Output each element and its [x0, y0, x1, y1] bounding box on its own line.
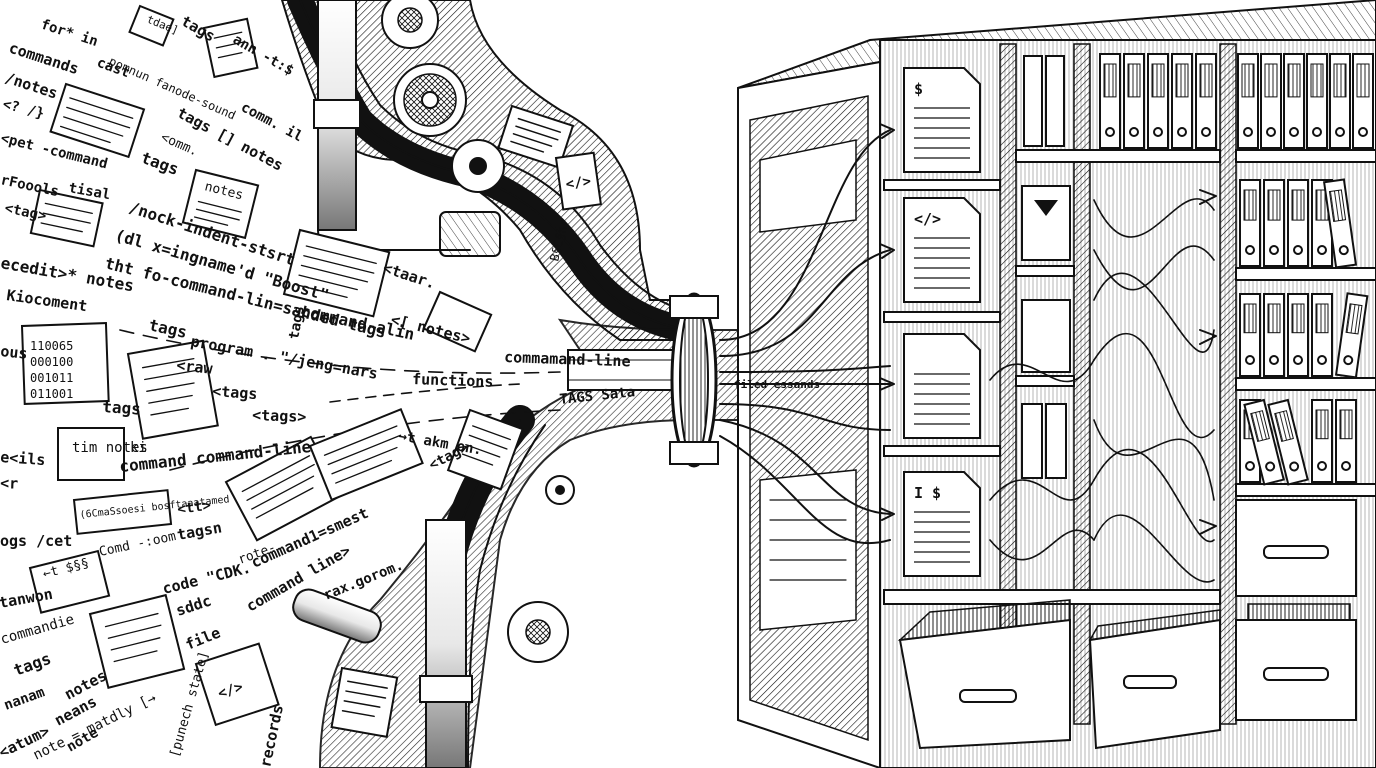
binder: [1322, 178, 1358, 269]
binder: [1329, 53, 1351, 149]
text-fragment: rFoools: [0, 172, 60, 200]
binder: [1287, 179, 1309, 267]
text-fragment: tags: [139, 148, 182, 179]
text-fragment: tisal: [67, 180, 111, 203]
binder: [1099, 53, 1121, 149]
routing-lines: filed essands: [719, 123, 1217, 545]
binder: [1195, 53, 1217, 149]
binder: [1306, 53, 1328, 149]
text-fragment: <? /}: [1, 96, 46, 122]
binder: [1311, 399, 1333, 483]
binder: [1239, 179, 1261, 267]
document-icon: [903, 333, 981, 439]
text-fragment: ous: [0, 342, 28, 363]
text-fragment: <taar.: [381, 259, 438, 293]
document-icon: </>: [903, 197, 981, 303]
binder: [1334, 292, 1369, 379]
binder: [1147, 53, 1169, 149]
pipe-label: filed essands: [734, 378, 820, 391]
text-fragment: <r: [0, 474, 19, 493]
drawer-open: [897, 599, 1221, 750]
paper-scrap: [497, 104, 575, 169]
text-fragment: records: [256, 703, 287, 768]
cable-bundle: [989, 198, 1215, 583]
drawer: [1235, 499, 1357, 721]
binder: [1287, 293, 1309, 377]
text-fragment: <tags: [212, 382, 258, 403]
binder: [1260, 53, 1282, 149]
text-fragment: ogs /cet: [0, 532, 72, 550]
text-fragment: <tags>: [252, 406, 307, 426]
gear-icon: [507, 601, 569, 663]
gear-icon: [545, 475, 575, 505]
document-glyph: $: [914, 80, 923, 98]
paper-scraps-left: </>: [20, 4, 524, 727]
document-icon: $: [903, 67, 981, 173]
svg-text:</>: </>: [565, 173, 592, 192]
binder: [1335, 399, 1357, 483]
scrap-label: commandie: [0, 612, 76, 648]
binder: [1267, 398, 1309, 486]
binder: [1239, 293, 1261, 377]
pipe-machinery: </>: [119, 0, 741, 768]
binary-line: 000100: [30, 355, 73, 369]
binder: [1237, 53, 1259, 149]
text-fragment: program . "/jeng=nars: [189, 332, 379, 383]
binder: [1352, 53, 1374, 149]
text-fragment: nanam: [2, 684, 47, 713]
gear-icon: [381, 0, 439, 49]
binder-row: [1021, 55, 1071, 479]
text-fragment: file: [183, 623, 223, 653]
misc-label: ki: [130, 440, 147, 456]
binder: [1123, 53, 1145, 149]
document-glyph: I $: [914, 484, 941, 502]
binder: [1311, 293, 1333, 377]
binder: [1171, 53, 1193, 149]
binder: [1283, 53, 1305, 149]
triangle-icon: [1034, 200, 1058, 216]
binder: [1243, 398, 1285, 486]
gear-icon: [451, 139, 505, 193]
binder: [1263, 293, 1285, 377]
document-icon: I $: [903, 471, 981, 577]
text-fragment: for* in: [39, 17, 100, 50]
gear-icon: [393, 63, 467, 137]
text-fragment: Kiocoment: [5, 286, 88, 315]
binder: [1263, 179, 1285, 267]
binary-line: 001011: [30, 371, 73, 385]
text-fragment: <tt>: [176, 497, 212, 518]
document-glyph: </>: [914, 210, 941, 228]
paper-scrap: [330, 666, 399, 738]
text-fragment: tags: [102, 397, 142, 419]
text-fragment: TAGS Sata: [559, 384, 636, 408]
scrap-label: Comd -:oom: [98, 529, 178, 560]
binder-row: [1099, 53, 1374, 486]
text-fragment: e<ils: [0, 448, 46, 469]
text-fragment: commamand-line: [504, 348, 631, 370]
text-fragment: <raw: [176, 356, 215, 378]
binary-line: 011001: [30, 387, 73, 401]
filing-cabinet: $ </> I $: [737, 0, 1376, 768]
scrap-label: tim notes: [72, 440, 148, 456]
text-fragment: tagsn: [176, 518, 224, 544]
document-stack: $ </> I $: [903, 67, 981, 577]
text-fragment: functions: [412, 370, 494, 391]
paper-scrap: </>: [554, 151, 602, 211]
text-fragment: sddc: [174, 592, 214, 620]
svg-text:</>: </>: [216, 679, 245, 702]
binary-line: 110065: [30, 339, 73, 353]
text-fragment: tags: [11, 649, 54, 680]
text-fragment: tags: [286, 305, 308, 341]
